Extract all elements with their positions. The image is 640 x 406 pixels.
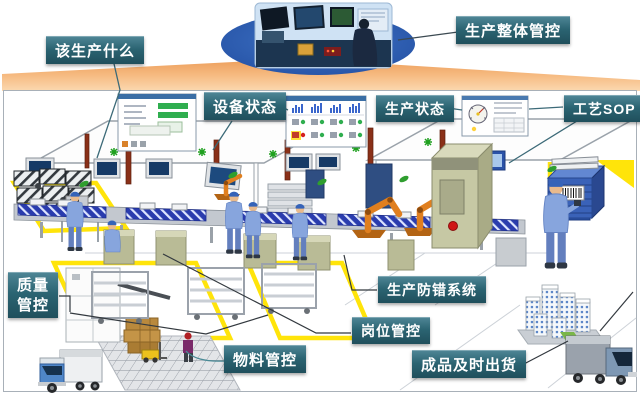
callout-overall-production-control: 生产整体管控 <box>456 16 571 44</box>
callout-what-to-produce: 该生产什么 <box>46 36 145 64</box>
callout-process-sop: 工艺SOP <box>564 95 640 122</box>
material-cart-icon <box>91 263 317 324</box>
forklift-icon <box>141 342 167 363</box>
control-room <box>221 2 415 75</box>
callout-material-control: 物料管控 <box>224 345 307 373</box>
mes-window-screen-icon <box>117 93 197 152</box>
delivery-truck-icon <box>38 335 637 393</box>
carton-stack-icon <box>123 317 161 354</box>
callout-quality-control: 质量管控 <box>8 272 58 318</box>
callout-station-control: 岗位管控 <box>352 317 430 344</box>
callout-equipment-status: 设备状态 <box>204 92 287 120</box>
leader-lines <box>59 31 634 366</box>
spotlight-beam-icon <box>2 60 640 91</box>
dashboard-screen-icon <box>285 95 367 148</box>
gauge-screen-icon <box>461 95 529 137</box>
control-room-photo-icon <box>254 2 393 69</box>
worker-icon <box>66 171 581 270</box>
warehouse-worker <box>183 332 193 362</box>
callout-error-proofing-system: 生产防错系统 <box>378 276 486 303</box>
callout-finished-goods-shipment: 成品及时出货 <box>412 350 527 378</box>
cnc-machine-icon <box>430 142 494 250</box>
callout-production-status: 生产状态 <box>376 95 454 122</box>
